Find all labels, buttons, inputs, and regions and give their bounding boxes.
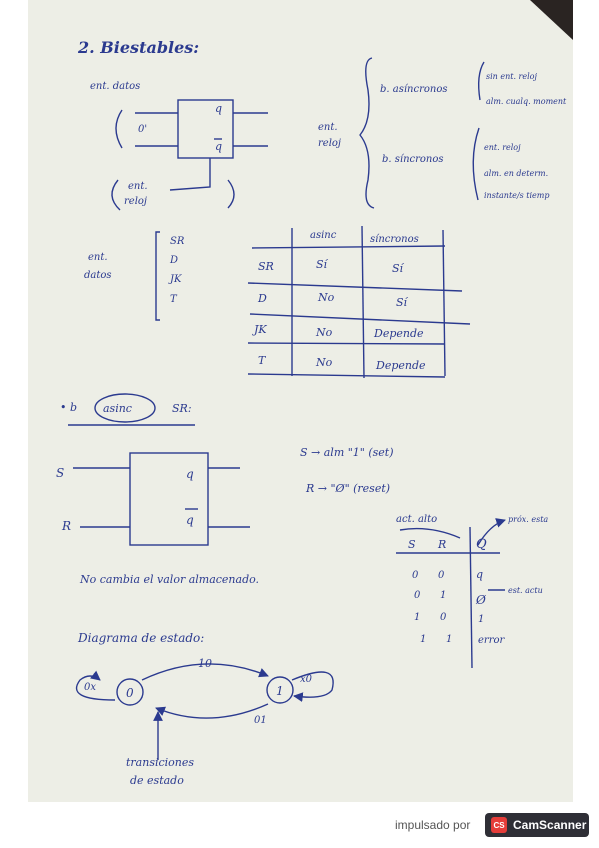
truth-header: R xyxy=(437,538,446,551)
sinc-opt-3: instante/s tiemp xyxy=(484,191,549,200)
state-1-circle xyxy=(266,676,294,704)
impulsado-text: impulsado por xyxy=(395,818,471,832)
state-0-circle xyxy=(116,678,144,706)
b-sincronos: b. síncronos xyxy=(382,154,444,165)
table-header-asinc: asinc xyxy=(310,230,337,241)
prox-estado-label: próx. esta xyxy=(508,515,548,524)
truth-cell: 1 xyxy=(478,614,484,625)
state-0-label: 0 xyxy=(126,686,134,700)
act-alto-label: act. alto xyxy=(396,514,437,525)
truth-header: S xyxy=(408,538,416,551)
section2-circled: asinc xyxy=(103,402,132,415)
asinc-opt-1: sin ent. reloj xyxy=(486,72,537,81)
type-item: T xyxy=(170,294,178,305)
r-input-label: R xyxy=(61,519,71,533)
asinc-opt-2: alm. cualq. moment xyxy=(486,97,567,106)
table-cell: Sí xyxy=(316,258,329,271)
self-loop-1-label: x0 xyxy=(300,674,313,685)
ent-datos-label: ent. datos xyxy=(90,81,140,92)
zero-label: 0' xyxy=(138,124,147,135)
truth-cell: Ø xyxy=(475,593,487,607)
types-datos-label: datos xyxy=(84,270,112,281)
qbar-output-1: q xyxy=(215,140,222,153)
b-asincronos: b. asíncronos xyxy=(380,84,448,95)
dark-corner xyxy=(530,0,573,40)
s-input-label: S xyxy=(56,466,64,480)
type-item: D xyxy=(169,255,178,266)
page-title: 2. Biestables: xyxy=(77,38,199,57)
edge-top-label: 10 xyxy=(198,657,212,670)
truth-cell: 1 xyxy=(446,634,452,645)
sinc-opt-2: alm. en determ. xyxy=(484,169,548,178)
table-row-type: T xyxy=(258,354,267,367)
self-loop-0-label: 0x xyxy=(84,682,96,693)
section2-sr: SR: xyxy=(172,402,192,415)
truth-cell: 0 xyxy=(414,590,421,601)
ent-label: ent. xyxy=(128,181,148,192)
flipflop-box-2 xyxy=(129,452,209,546)
table-row-type: D xyxy=(257,292,267,305)
truth-cell: error xyxy=(478,635,505,646)
diagram-title: Diagrama de estado: xyxy=(77,631,204,645)
section2-bullet: • b xyxy=(60,401,77,414)
qbar-output-2: q xyxy=(186,513,194,527)
table-header-sincronos: síncronos xyxy=(370,234,419,245)
truth-cell: 1 xyxy=(414,612,420,623)
table-cell: Depende xyxy=(373,327,424,340)
q-output-2: q xyxy=(186,467,194,481)
camscanner-brand: CamScanner xyxy=(513,818,587,832)
camscanner-badge: CS CamScanner xyxy=(485,813,589,837)
ent-reloj-label-2: reloj xyxy=(318,138,341,149)
no-cambia-note: No cambia el valor almacenado. xyxy=(79,573,259,586)
truth-cell: 1 xyxy=(420,634,426,645)
table-cell: Sí xyxy=(392,262,405,275)
table-row-type: JK xyxy=(252,323,267,336)
de-estado-label: de estado xyxy=(130,774,184,787)
table-cell: Depende xyxy=(375,359,426,372)
state-1-label: 1 xyxy=(276,684,284,698)
paper-sheet xyxy=(28,0,573,802)
camscanner-logo-icon: CS xyxy=(491,817,507,833)
reset-line: R → "Ø" (reset) xyxy=(305,482,390,495)
ent-reloj-label-1: ent. xyxy=(318,122,338,133)
table-cell: Sí xyxy=(396,296,409,309)
sinc-opt-1: ent. reloj xyxy=(484,143,521,152)
table-cell: No xyxy=(315,326,333,339)
table-cell: No xyxy=(317,291,335,304)
truth-cell: 0 xyxy=(440,612,447,623)
table-cell: No xyxy=(315,356,333,369)
truth-cell: 0 xyxy=(438,570,445,581)
type-item: JK xyxy=(168,274,182,285)
transiciones-label: transiciones xyxy=(126,756,194,769)
est-actual-label: est. actu xyxy=(508,586,543,595)
edge-bottom-label: 01 xyxy=(254,715,267,726)
truth-cell: q xyxy=(476,568,483,581)
reloj-label: reloj xyxy=(124,196,147,207)
truth-cell: 0 xyxy=(412,570,419,581)
set-line: S → alm "1" (set) xyxy=(300,446,394,459)
type-item: SR xyxy=(170,236,185,247)
q-output-1: q xyxy=(215,102,222,115)
table-row-type: SR xyxy=(258,260,274,273)
flipflop-box-1 xyxy=(177,99,234,159)
truth-header: Q xyxy=(476,537,487,552)
truth-cell: 1 xyxy=(440,590,446,601)
types-ent-label: ent. xyxy=(88,252,108,263)
